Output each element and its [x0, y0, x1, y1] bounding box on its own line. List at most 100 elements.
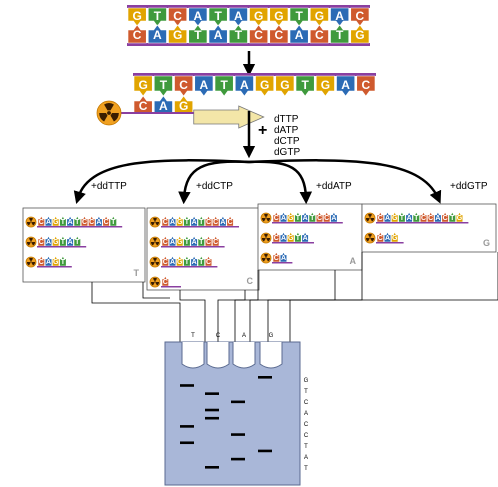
- nucleotide-t: T: [183, 255, 191, 267]
- nucleotide-t: T: [59, 235, 67, 247]
- nucleotide-letter: A: [385, 235, 390, 242]
- nucleotide-a: A: [208, 24, 228, 44]
- nucleotide-shape: [73, 235, 81, 247]
- panel-frame: [361, 203, 497, 253]
- nucleotide-shape: [109, 215, 117, 227]
- nucleotide-shape: [323, 211, 331, 223]
- nucleotide-a: A: [279, 231, 288, 243]
- panel-lane-letter: T: [134, 268, 140, 278]
- nucleotide-letter: C: [133, 28, 142, 42]
- nucleotide-letter: A: [335, 9, 344, 23]
- nucleotide-shape: [190, 215, 198, 227]
- nucleotide-letter: G: [288, 235, 294, 242]
- nucleotide-letter: C: [39, 219, 44, 226]
- nucleotide-shape: [127, 7, 147, 27]
- nucleotide-g: G: [52, 215, 60, 227]
- nucleotide-shape: [44, 215, 53, 227]
- nucleotide-shape: [214, 75, 234, 97]
- nucleotide-shape: [174, 95, 194, 115]
- nucleotide-letter: T: [111, 219, 116, 226]
- reaction-label-ddatp: +ddATP: [316, 181, 352, 192]
- nucleotide-a: A: [168, 255, 177, 267]
- nucleotide-shape: [269, 7, 289, 27]
- nucleotide-t: T: [59, 215, 67, 227]
- nucleotide-letter: G: [53, 239, 59, 246]
- nucleotide-shape: [212, 215, 220, 227]
- nucleotide-g: G: [176, 255, 184, 267]
- nucleotide-a: A: [330, 7, 350, 27]
- nucleotide-t: T: [448, 211, 456, 223]
- branch-arrows: [73, 159, 442, 205]
- nucleotide-letter: C: [378, 215, 383, 222]
- nucleotide-shape: [356, 75, 376, 97]
- nucleotide-a: A: [330, 211, 338, 223]
- nucleotide-letter: T: [301, 78, 309, 92]
- nucleotide-letter: G: [53, 259, 59, 266]
- nucleotide-letter: G: [260, 78, 269, 92]
- nucleotide-shape: [330, 211, 338, 223]
- gel-band: [180, 441, 194, 445]
- nucleotide-t: T: [197, 255, 205, 267]
- nucleotide-letter: G: [280, 78, 289, 92]
- panel-lane-letter: A: [350, 256, 357, 266]
- nucleotide-t: T: [228, 24, 248, 44]
- nucleotide-shape: [176, 235, 184, 247]
- nucleotide-shape: [44, 235, 53, 247]
- nucleotide-shape: [66, 235, 74, 247]
- nucleotide-a: A: [44, 235, 53, 247]
- nucleotide-a: A: [168, 235, 177, 247]
- nucleotide-shape: [183, 235, 191, 247]
- nucleotide-letter: A: [170, 259, 175, 266]
- radioactive-label-icon: [364, 232, 376, 244]
- nucleotide-letter: T: [336, 28, 344, 42]
- nucleotide-t: T: [308, 211, 316, 223]
- gel-well: [181, 342, 205, 369]
- nucleotide-letter: A: [159, 99, 168, 113]
- nucleotide-shape: [161, 235, 169, 247]
- nucleotide-c: C: [88, 215, 96, 227]
- nucleotide-letter: G: [173, 28, 182, 42]
- nucleotide-shape: [309, 24, 329, 44]
- nucleotide-shape: [289, 7, 309, 27]
- nucleotide-shape: [398, 211, 406, 223]
- nucleotide-a: A: [434, 211, 442, 223]
- nucleotide-letter: A: [407, 215, 412, 222]
- radioactive-label-icon: [149, 216, 161, 228]
- nucleotide-shape: [249, 7, 269, 27]
- nucleotide-shape: [391, 231, 399, 243]
- nucleotide-c: C: [315, 211, 324, 223]
- read-base: G: [304, 378, 309, 384]
- nucleotide-shape: [391, 211, 399, 223]
- nucleotide-shape: [183, 255, 191, 267]
- nucleotide-g: G: [315, 75, 335, 97]
- read-base: C: [304, 400, 309, 406]
- nucleotide-shape: [301, 231, 309, 243]
- nucleotide-letter: C: [206, 219, 211, 226]
- nucleotide-shape: [350, 24, 370, 44]
- nucleotide-shape: [168, 255, 177, 267]
- nucleotide-shape: [295, 75, 315, 97]
- nucleotide-a: A: [153, 95, 173, 115]
- nucleotide-a: A: [336, 75, 356, 97]
- nucleotide-letter: T: [194, 28, 202, 42]
- nucleotide-letter: T: [61, 219, 66, 226]
- nucleotide-letter: C: [378, 235, 383, 242]
- nucleotide-a: A: [190, 215, 198, 227]
- fragment-backbone: [376, 242, 404, 244]
- nucleotide-c: C: [269, 24, 289, 44]
- nucleotide-a: A: [383, 231, 392, 243]
- nucleotide-letter: T: [61, 259, 66, 266]
- nucleotide-letter: T: [185, 259, 190, 266]
- nucleotide-shape: [190, 235, 198, 247]
- nucleotide-letter: C: [317, 215, 322, 222]
- fragment-backbone: [37, 226, 123, 228]
- nucleotide-letter: G: [177, 219, 183, 226]
- nucleotide-c: C: [204, 255, 213, 267]
- nucleotide-letter: A: [234, 9, 243, 23]
